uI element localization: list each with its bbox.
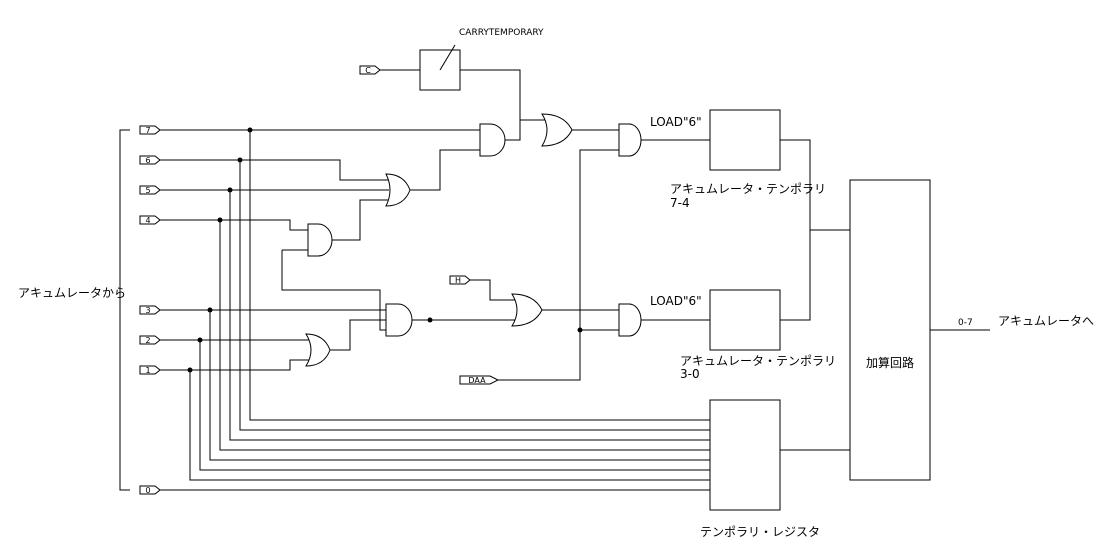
input-pin-0: 0 xyxy=(139,485,161,495)
output-bits-label: 0-7 xyxy=(958,318,973,328)
svg-text:4: 4 xyxy=(145,216,150,225)
input-pin-carry: C xyxy=(359,65,381,75)
svg-text:C: C xyxy=(365,66,371,75)
input-pin-6: 6 xyxy=(139,155,161,165)
from-accumulator-label: アキュムレータから xyxy=(18,286,126,300)
adder-box xyxy=(849,179,931,481)
input-pin-daa: DAA xyxy=(459,375,500,385)
input-pin-4: 4 xyxy=(139,215,161,225)
svg-text:6: 6 xyxy=(145,156,150,165)
accumulator-temp-upper-box xyxy=(709,109,781,171)
acc-temp-upper-label: アキュムレータ・テンポラリ xyxy=(670,182,826,196)
svg-text:3: 3 xyxy=(145,306,150,315)
svg-text:DAA: DAA xyxy=(468,376,486,385)
svg-text:0: 0 xyxy=(145,486,150,495)
carry-temporary-latch xyxy=(419,49,461,91)
accumulator-temp-lower-box xyxy=(709,289,781,351)
carry-temporary-label: CARRYTEMPORARY xyxy=(459,28,544,38)
input-pin-7: 7 xyxy=(139,125,161,135)
wires xyxy=(160,69,990,491)
junction-dots xyxy=(187,127,583,373)
input-pin-1: 1 xyxy=(139,365,161,375)
temp-register-label: テンポラリ・レジスタ xyxy=(700,525,820,539)
svg-text:H: H xyxy=(455,276,461,285)
and-gate-lower-load xyxy=(618,303,642,337)
or-gate-half-carry xyxy=(511,293,543,327)
or-gate-bits-6-5 xyxy=(385,173,411,207)
acc-temp-lower-bits: 3-0 xyxy=(680,367,700,381)
and-gate-bit-4 xyxy=(307,223,333,257)
svg-text:1: 1 xyxy=(145,366,150,375)
svg-text:2: 2 xyxy=(145,336,150,345)
svg-text:7: 7 xyxy=(145,126,150,135)
or-gate-carry xyxy=(541,113,573,147)
adder-label: 加算回路 xyxy=(866,355,914,370)
acc-temp-lower-label: アキュムレータ・テンポラリ xyxy=(680,354,836,368)
load6-upper-label: LOAD"6" xyxy=(650,115,702,129)
to-accumulator-label: アキュムレータへ xyxy=(998,314,1094,328)
input-pin-5: 5 xyxy=(139,185,161,195)
temp-register-box xyxy=(709,399,781,511)
or-gate-bits-2-1 xyxy=(305,333,331,367)
load6-lower-label: LOAD"6" xyxy=(650,294,702,308)
input-pin-2: 2 xyxy=(139,335,161,345)
acc-temp-upper-bits: 7-4 xyxy=(670,196,690,210)
accumulator-bus-bracket xyxy=(119,129,130,491)
input-pin-half-carry: H xyxy=(449,275,471,285)
and-gate-bits-7 xyxy=(479,123,506,157)
input-pin-3: 3 xyxy=(139,305,161,315)
and-gate-lower-loop xyxy=(385,303,413,337)
and-gate-upper-load xyxy=(618,123,642,157)
svg-text:5: 5 xyxy=(145,186,150,195)
